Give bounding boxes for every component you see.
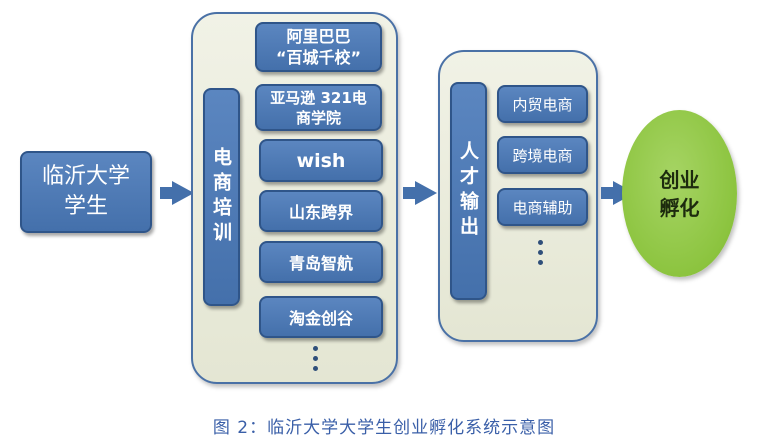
training-item-label: 青岛智航 (288, 254, 353, 273)
arrow-right-icon (403, 181, 437, 205)
output-item-domestic: 内贸电商 (497, 85, 588, 123)
training-item-label: 亚马逊 321电商学院 (270, 88, 367, 127)
output-item-support: 电商辅助 (497, 188, 588, 226)
start-node-box: 临沂大学学生 (20, 151, 152, 233)
output-item-crossborder: 跨境电商 (497, 136, 588, 174)
training-item-label: wish (296, 149, 346, 172)
end-node-ellipse: 创业孵化 (622, 110, 737, 277)
training-item-taojin: 淘金创谷 (259, 296, 383, 338)
arrow-right-icon (160, 181, 194, 205)
training-item-alibaba: 阿里巴巴 “百城千校” (255, 22, 382, 72)
end-node-label: 创业孵化 (659, 167, 700, 220)
output-item-label: 跨境电商 (512, 146, 573, 165)
more-items-ellipsis-icon (538, 240, 543, 265)
more-items-ellipsis-icon (313, 346, 318, 371)
figure-caption: 图 2：临沂大学大学生创业孵化系统示意图 (212, 418, 556, 438)
start-node-label: 临沂大学学生 (41, 164, 130, 219)
output-item-label: 内贸电商 (512, 95, 573, 114)
training-vertical-label: 电商培训 (203, 88, 240, 306)
training-item-amazon: 亚马逊 321电商学院 (255, 84, 382, 131)
training-item-wish: wish (259, 139, 383, 182)
training-item-label: 阿里巴巴 “百城千校” (275, 27, 362, 67)
output-item-label: 电商辅助 (512, 198, 573, 217)
training-item-shandong: 山东跨界 (259, 190, 383, 232)
training-item-label: 山东跨界 (288, 203, 353, 222)
training-item-qingdao: 青岛智航 (259, 241, 383, 283)
output-vertical-label: 人才输出 (450, 82, 487, 300)
training-item-label: 淘金创谷 (288, 309, 353, 328)
